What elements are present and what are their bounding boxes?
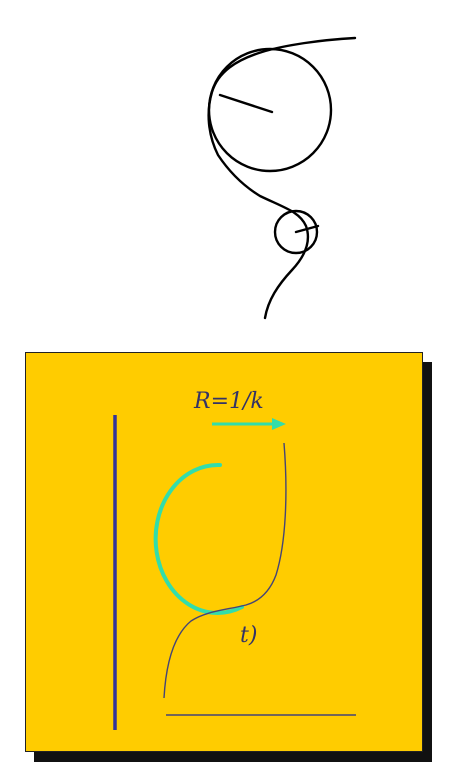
curvature-diagram: [113, 415, 356, 730]
parameter-label: t): [240, 623, 258, 648]
small-radius-line: [294, 224, 320, 234]
osculating-circle-arc: [153, 462, 244, 615]
radius-of-curvature-label: R=1/k: [194, 389, 264, 414]
curve-path: [163, 442, 287, 699]
curvature-panel: R=1/k t): [25, 352, 423, 752]
large-osculating-circle: [207, 47, 333, 173]
top-curve-sketch: [207, 36, 357, 320]
radius-arrow-head: [272, 418, 286, 430]
small-osculating-circle: [273, 209, 319, 255]
large-radius-line: [218, 93, 274, 114]
top-curve: [207, 36, 357, 320]
